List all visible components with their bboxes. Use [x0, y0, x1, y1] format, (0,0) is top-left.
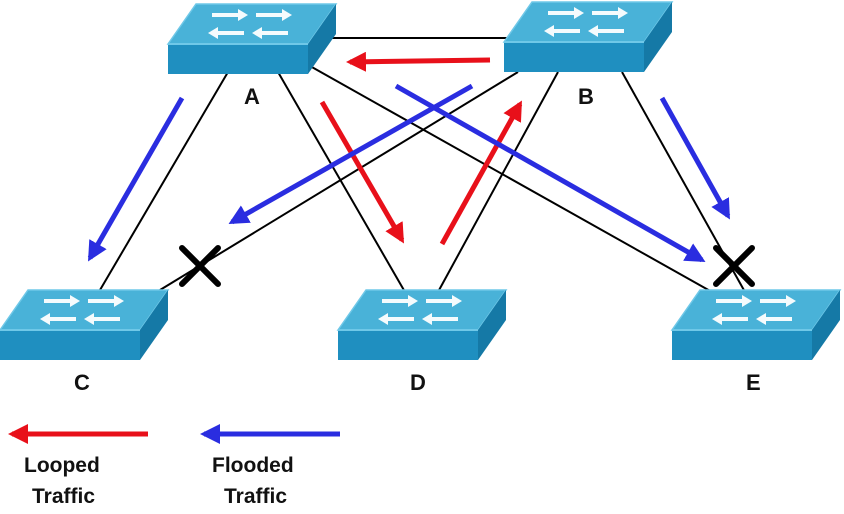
x-mark-icon: [179, 245, 221, 287]
network-switch-icon: [336, 289, 508, 360]
switch-e-label: E: [746, 370, 761, 395]
switch-c-label: C: [74, 370, 90, 395]
link-b-d: [437, 71, 559, 293]
flooded-arrow-a-e: [394, 83, 706, 263]
flooded-arrow-b-e: [659, 96, 731, 220]
blocked-port-c: [179, 245, 221, 287]
legend-looped-line1: Looped: [24, 454, 100, 477]
switch-d-label: D: [410, 370, 426, 395]
network-switch-icon: [670, 289, 842, 360]
x-mark-icon: [713, 245, 755, 287]
switch-b-label: B: [578, 84, 594, 109]
blocked-port-e: [713, 245, 755, 287]
network-switch-icon: [502, 1, 674, 72]
link-a-d: [277, 71, 406, 293]
legend: Looped Traffic Flooded Traffic: [8, 424, 340, 508]
switch-a-label: A: [244, 84, 260, 109]
legend-flooded-line2: Traffic: [224, 485, 287, 508]
legend-flooded: Flooded Traffic: [200, 424, 340, 508]
link-a-c: [99, 71, 229, 291]
switches: [0, 1, 842, 360]
switch-a: [166, 3, 338, 74]
legend-flooded-line1: Flooded: [212, 454, 294, 477]
network-switch-icon: [0, 289, 170, 360]
switch-c: [0, 289, 170, 360]
links: [99, 37, 746, 293]
switch-e: [670, 289, 842, 360]
link-b-c: [159, 71, 519, 291]
traffic-arrows: [87, 51, 731, 263]
switch-b: [502, 1, 674, 72]
looped-arrow-a-d: [319, 100, 405, 244]
link-a-e: [309, 65, 713, 293]
legend-looped-line2: Traffic: [32, 485, 95, 508]
looped-arrow-b-a: [346, 51, 491, 72]
switch-d: [336, 289, 508, 360]
node-labels: A B C D E: [74, 84, 761, 395]
legend-looped: Looped Traffic: [8, 424, 148, 508]
looped-arrow-d-b: [439, 100, 523, 246]
flooded-arrow-a-c: [87, 96, 185, 262]
network-switch-icon: [166, 3, 338, 74]
